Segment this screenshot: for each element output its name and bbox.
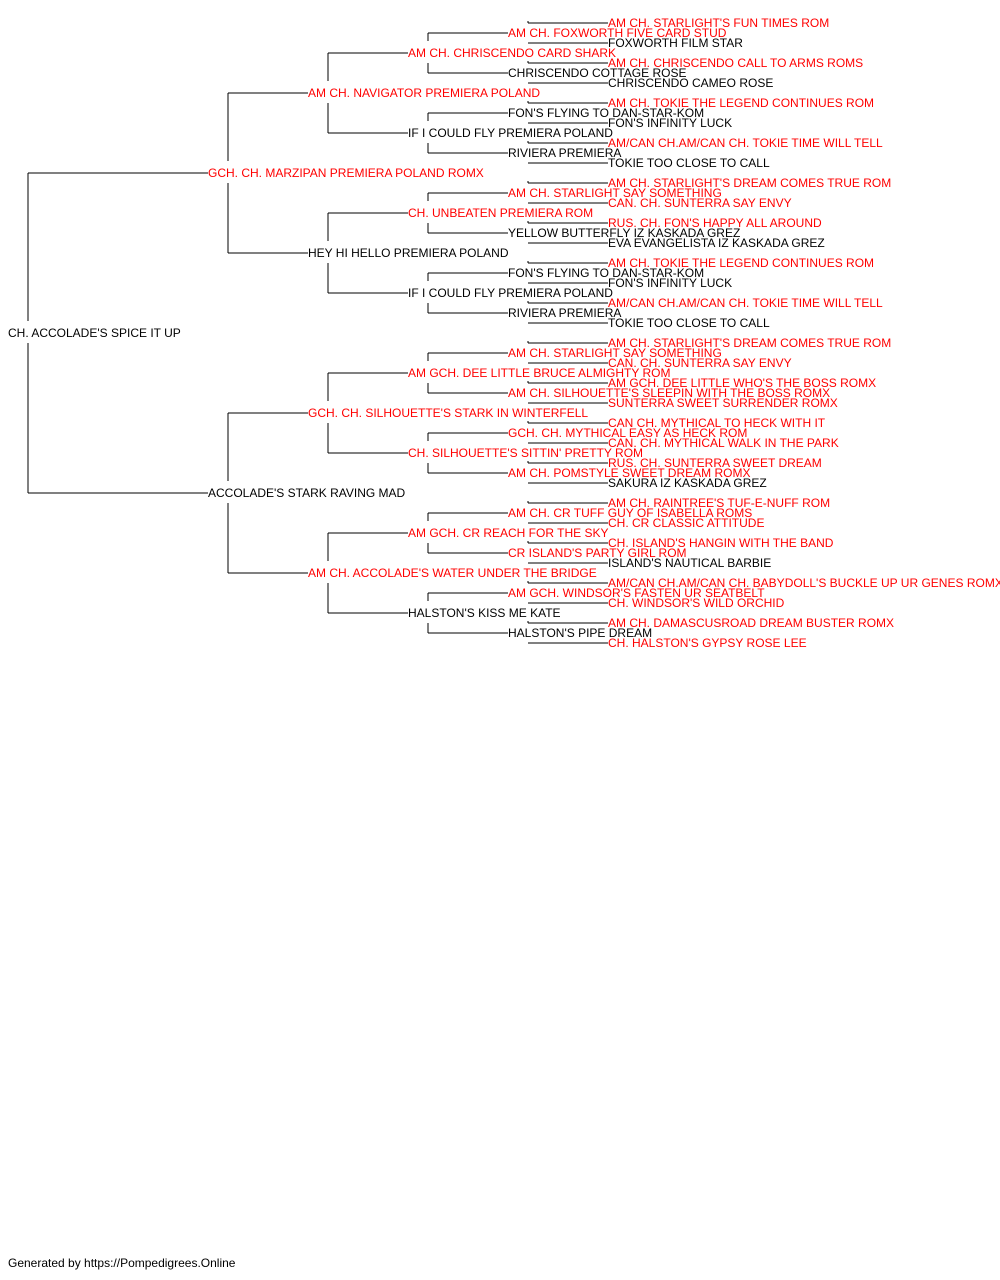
- ancestor-gen3-name: HALSTON'S KISS ME KATE: [408, 606, 561, 620]
- ancestor-gen1-name: GCH. CH. MARZIPAN PREMIERA POLAND ROMX: [208, 166, 484, 180]
- ancestor-gen5-name: AM/CAN CH.AM/CAN CH. TOKIE TIME WILL TEL…: [608, 136, 883, 150]
- ancestor-gen4-name: CR ISLAND'S PARTY GIRL ROM: [508, 546, 687, 560]
- ancestor-gen5-name: TOKIE TOO CLOSE TO CALL: [608, 316, 770, 330]
- connector-lines: [27, 21, 608, 644]
- ancestor-gen5-name: SAKURA IZ KASKADA GREZ: [608, 476, 767, 490]
- ancestor-gen5-name: AM CH. CHRISCENDO CALL TO ARMS ROMS: [608, 56, 863, 70]
- ancestor-gen4-name: AM CH. FOXWORTH FIVE CARD STUD: [508, 26, 727, 40]
- ancestor-gen3-name: AM GCH. DEE LITTLE BRUCE ALMIGHTY ROM: [408, 366, 671, 380]
- footer-credit: Generated by https://Pompedigrees.Online: [8, 1256, 236, 1270]
- ancestor-gen3-name: CH. UNBEATEN PREMIERA ROM: [408, 206, 593, 220]
- ancestor-gen4-name: FON'S FLYING TO DAN-STAR-KOM: [508, 266, 704, 280]
- subject-name: CH. ACCOLADE'S SPICE IT UP: [8, 326, 181, 340]
- name-labels: CH. ACCOLADE'S SPICE IT UP GCH. CH. MARZI…: [8, 16, 1000, 650]
- ancestor-gen5-name: FON'S INFINITY LUCK: [608, 276, 732, 290]
- ancestor-gen1-name: ACCOLADE'S STARK RAVING MAD: [208, 486, 406, 500]
- ancestor-gen2-name: AM CH. NAVIGATOR PREMIERA POLAND: [308, 86, 540, 100]
- ancestor-gen5-name: AM CH. STARLIGHT'S DREAM COMES TRUE ROM: [608, 176, 891, 190]
- ancestor-gen4-name: GCH. CH. MYTHICAL EASY AS HECK ROM: [508, 426, 747, 440]
- ancestor-gen3-name: CH. SILHOUETTE'S SITTIN' PRETTY ROM: [408, 446, 643, 460]
- ancestor-gen5-name: AM CH. STARLIGHT'S DREAM COMES TRUE ROM: [608, 336, 891, 350]
- ancestor-gen5-name: AM/CAN CH.AM/CAN CH. TOKIE TIME WILL TEL…: [608, 296, 883, 310]
- ancestor-gen5-name: CAN. CH. SUNTERRA SAY ENVY: [608, 196, 792, 210]
- ancestor-gen3-name: AM CH. CHRISCENDO CARD SHARK: [408, 46, 616, 60]
- ancestor-gen5-name: CH. CR CLASSIC ATTITUDE: [608, 516, 764, 530]
- ancestor-gen5-name: CAN CH. MYTHICAL TO HECK WITH IT: [608, 416, 826, 430]
- ancestor-gen4-name: AM CH. SILHOUETTE'S SLEEPIN WITH THE BOS…: [508, 386, 830, 400]
- ancestor-gen4-name: HALSTON'S PIPE DREAM: [508, 626, 652, 640]
- ancestor-gen3-name: IF I COULD FLY PREMIERA POLAND: [408, 126, 613, 140]
- ancestor-gen4-name: FON'S FLYING TO DAN-STAR-KOM: [508, 106, 704, 120]
- ancestor-gen5-name: AM CH. RAINTREE'S TUF-E-NUFF ROM: [608, 496, 830, 510]
- ancestor-gen5-name: RUS. CH. SUNTERRA SWEET DREAM: [608, 456, 822, 470]
- ancestor-gen4-name: YELLOW BUTTERFLY IZ KASKADA GREZ: [508, 226, 740, 240]
- ancestor-gen5-name: ISLAND'S NAUTICAL BARBIE: [608, 556, 771, 570]
- ancestor-gen5-name: EVA EVANGELISTA IZ KASKADA GREZ: [608, 236, 825, 250]
- ancestor-gen5-name: RUS. CH. FON'S HAPPY ALL AROUND: [608, 216, 822, 230]
- ancestor-gen5-name: CH. WINDSOR'S WILD ORCHID: [608, 596, 785, 610]
- ancestor-gen2-name: GCH. CH. SILHOUETTE'S STARK IN WINTERFEL…: [308, 406, 588, 420]
- ancestor-gen4-name: AM CH. STARLIGHT SAY SOMETHING: [508, 186, 722, 200]
- ancestor-gen5-name: FON'S INFINITY LUCK: [608, 116, 732, 130]
- ancestor-gen4-name: AM CH. STARLIGHT SAY SOMETHING: [508, 346, 722, 360]
- ancestor-gen5-name: CH. ISLAND'S HANGIN WITH THE BAND: [608, 536, 834, 550]
- ancestor-gen2-name: AM CH. ACCOLADE'S WATER UNDER THE BRIDGE: [308, 566, 597, 580]
- ancestor-gen4-name: RIVIERA PREMIERA: [508, 146, 621, 160]
- ancestor-gen5-name: AM GCH. DEE LITTLE WHO'S THE BOSS ROMX: [608, 376, 876, 390]
- ancestor-gen5-name: AM/CAN CH.AM/CAN CH. BABYDOLL'S BUCKLE U…: [608, 576, 1000, 590]
- ancestor-gen2-name: HEY HI HELLO PREMIERA POLAND: [308, 246, 509, 260]
- ancestor-gen3-name: IF I COULD FLY PREMIERA POLAND: [408, 286, 613, 300]
- ancestor-gen5-name: AM CH. DAMASCUSROAD DREAM BUSTER ROMX: [608, 616, 894, 630]
- ancestor-gen5-name: TOKIE TOO CLOSE TO CALL: [608, 156, 770, 170]
- ancestor-gen5-name: CAN. CH. MYTHICAL WALK IN THE PARK: [608, 436, 839, 450]
- ancestor-gen5-name: CH. HALSTON'S GYPSY ROSE LEE: [608, 636, 807, 650]
- ancestor-gen5-name: AM CH. STARLIGHT'S FUN TIMES ROM: [608, 16, 829, 30]
- ancestor-gen5-name: SUNTERRA SWEET SURRENDER ROMX: [608, 396, 838, 410]
- ancestor-gen5-name: AM CH. TOKIE THE LEGEND CONTINUES ROM: [608, 256, 874, 270]
- ancestor-gen4-name: CHRISCENDO COTTAGE ROSE: [508, 66, 686, 80]
- ancestor-gen3-name: AM GCH. CR REACH FOR THE SKY: [408, 526, 608, 540]
- ancestor-gen4-name: AM GCH. WINDSOR'S FASTEN UR SEATBELT: [508, 586, 765, 600]
- ancestor-gen5-name: CHRISCENDO CAMEO ROSE: [608, 76, 773, 90]
- ancestor-gen4-name: AM CH. CR TUFF GUY OF ISABELLA ROMS: [508, 506, 752, 520]
- ancestor-gen5-name: FOXWORTH FILM STAR: [608, 36, 743, 50]
- ancestor-gen5-name: AM CH. TOKIE THE LEGEND CONTINUES ROM: [608, 96, 874, 110]
- ancestor-gen4-name: RIVIERA PREMIERA: [508, 306, 621, 320]
- ancestor-gen5-name: CAN. CH. SUNTERRA SAY ENVY: [608, 356, 792, 370]
- ancestor-gen4-name: AM CH. POMSTYLE SWEET DREAM ROMX: [508, 466, 750, 480]
